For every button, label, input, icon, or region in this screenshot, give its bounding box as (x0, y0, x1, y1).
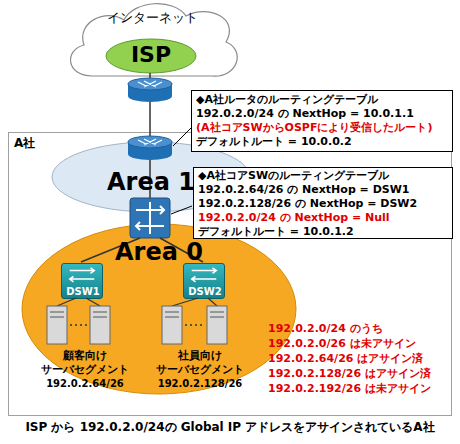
routing-entry: 192.0.2.0/24 の NextHop = 10.0.1.1 (196, 107, 448, 121)
node-label: DSW1 (62, 285, 104, 298)
subnet-label: 192.0.2.128/26 (145, 377, 255, 390)
router-bottom (128, 90, 172, 102)
routing-entry: 192.0.2.0/24 の NextHop = Null (198, 211, 448, 225)
internet-cloud: インターネット ISP (62, 0, 242, 78)
router-top (128, 78, 172, 90)
switch-arrows (70, 268, 95, 282)
node-label: Area 0 (21, 239, 297, 266)
routing-table-callout: ◆A社コアSWのルーティングテーブル192.0.2.64/26 の NextHo… (193, 167, 453, 239)
isp-ellipse: ISP (105, 38, 197, 74)
router-arrows (138, 81, 162, 87)
routing-entry: (A社コアSWからOSPFにより受信したルート) (196, 121, 448, 135)
node-label: DSW2 (184, 285, 226, 298)
switch-arrows (192, 268, 217, 282)
assignment-note: 192.0.2.0/26 は未アサイン (268, 337, 453, 351)
ellipse-shape (106, 39, 196, 73)
assignment-note: 192.0.2.128/26 はアサイン済 (268, 367, 453, 381)
distribution-switch: DSW1 (61, 263, 103, 299)
assignment-note: 192.0.2.64/26 はアサイン済 (268, 352, 453, 366)
node-label: インターネット (62, 10, 242, 26)
node-label: Area 1 (51, 169, 251, 196)
routing-entry: デフォルトルート = 10.0.0.2 (196, 135, 448, 149)
subnet-label: 192.0.2.64/26 (30, 377, 140, 390)
routing-entry: デフォルトルート = 10.0.1.2 (198, 225, 448, 239)
link-line (149, 102, 151, 142)
router-body (128, 84, 172, 96)
distribution-switch: DSW2 (183, 263, 225, 299)
callout-heading: ◆A社コアSWのルーティングテーブル (198, 169, 448, 183)
segment-label: 社員向け サーバセグメント (145, 349, 255, 377)
assignment-note: 192.0.2.192/26 は未アサイン (268, 382, 453, 396)
assignment-note: 192.0.2.0/24 のうち (268, 322, 453, 336)
segment-label: 顧客向け サーバセグメント (30, 349, 140, 377)
routing-entry: 192.0.2.128/26 の NextHop = DSW2 (198, 197, 448, 211)
routing-entry: 192.0.2.64/26 の NextHop = DSW1 (198, 183, 448, 197)
diagram-caption: ISP から 192.0.2.0/24の Global IP アドレスをアサイン… (0, 420, 460, 435)
node-label: ISP (105, 42, 197, 67)
routing-table-callout: ◆A社ルータのルーティングテーブル192.0.2.0/24 の NextHop … (191, 90, 453, 152)
callout-heading: ◆A社ルータのルーティングテーブル (196, 93, 448, 107)
ellipse-shape (22, 224, 296, 394)
node-label: A社 (14, 136, 54, 151)
